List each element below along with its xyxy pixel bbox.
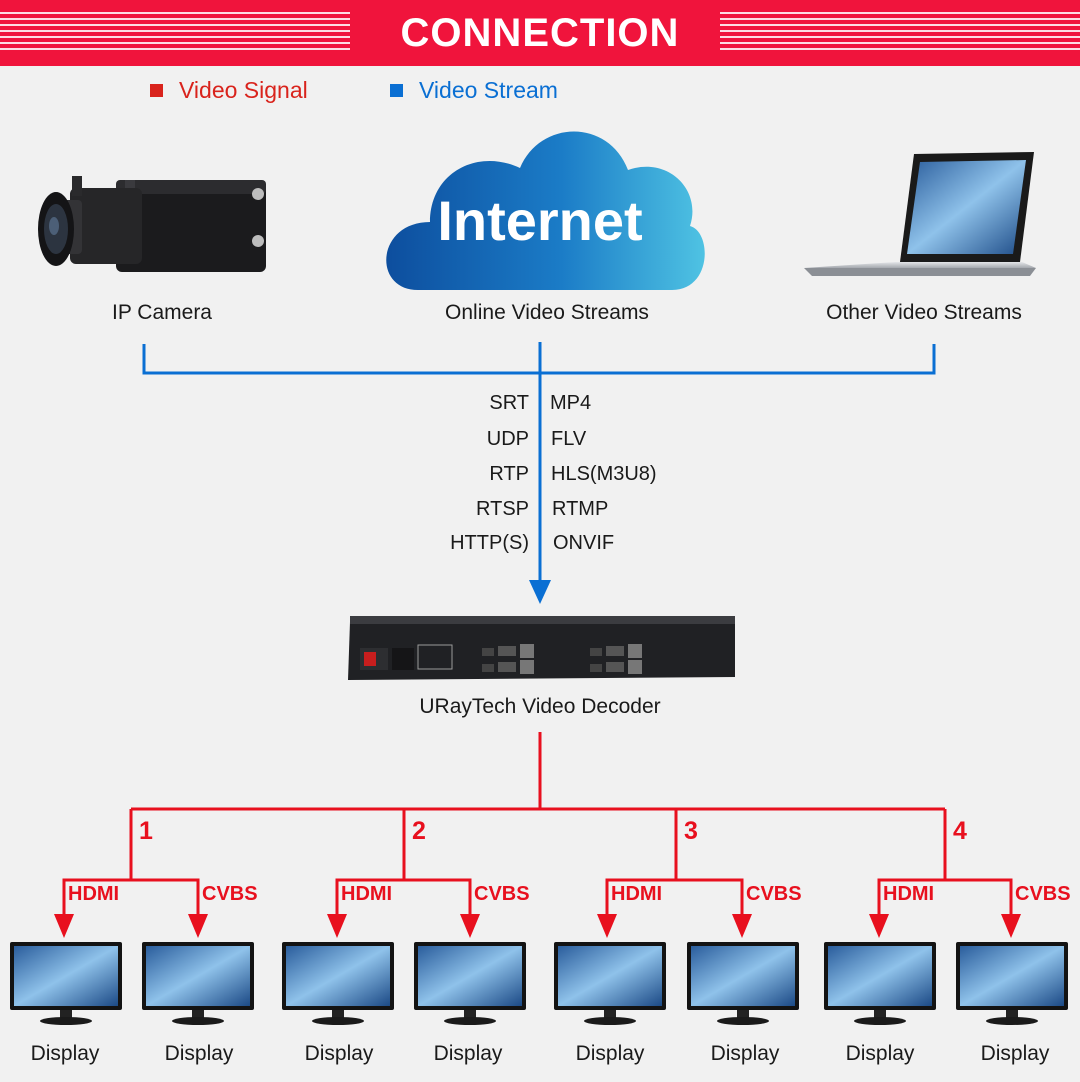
protocol-label: RTP (489, 463, 529, 485)
legend-stream-label: Video Stream (419, 77, 558, 103)
protocol-label: MP4 (550, 392, 592, 414)
protocol-label: UDP (486, 428, 529, 450)
page-title: CONNECTION (370, 0, 710, 66)
port-label-cvbs: CVBS (1015, 883, 1071, 905)
channel-number-3: 3 (684, 817, 698, 845)
display-monitor-icon-5 (554, 942, 666, 1025)
laptop-icon (804, 152, 1036, 276)
header-banner: CONNECTION (0, 0, 1080, 66)
display-label: Display (710, 1042, 780, 1065)
protocol-label: RTSP (476, 498, 529, 520)
display-label: Display (575, 1042, 645, 1065)
port-label-hdmi: HDMI (883, 883, 935, 905)
display-monitor-icon-2 (142, 942, 254, 1025)
ip-camera-icon (38, 176, 266, 272)
display-monitor-icon-7 (824, 942, 936, 1025)
signal-arrows (54, 914, 1021, 938)
decoder-label: URayTech Video Decoder (419, 695, 661, 718)
protocol-label: RTMP (552, 498, 609, 520)
display-monitor-icon-8 (956, 942, 1068, 1025)
ip-camera-label: IP Camera (112, 301, 212, 324)
display-monitor-icon-4 (414, 942, 526, 1025)
port-label-hdmi: HDMI (611, 883, 663, 905)
online-video-streams-label: Online Video Streams (445, 301, 649, 324)
protocol-label: HLS(M3U8) (551, 463, 657, 485)
protocol-label: ONVIF (553, 532, 615, 554)
display-monitor-icon-1 (10, 942, 122, 1025)
protocol-label: SRT (489, 392, 529, 414)
protocol-label: FLV (551, 428, 587, 450)
protocol-label: HTTP(S) (450, 532, 529, 554)
display-label: Display (433, 1042, 503, 1065)
stream-lines (142, 342, 936, 580)
port-label-cvbs: CVBS (746, 883, 802, 905)
display-label: Display (164, 1042, 234, 1065)
channel-number-1: 1 (139, 817, 153, 845)
channel-number-4: 4 (953, 817, 967, 845)
video-decoder-icon (348, 616, 735, 680)
banner-stripes-left (0, 12, 350, 54)
signal-lines (62, 732, 1013, 914)
display-label: Display (845, 1042, 915, 1065)
banner-stripes-right (720, 12, 1080, 54)
port-label-cvbs: CVBS (202, 883, 258, 905)
display-monitor-icons (10, 942, 1068, 1025)
cloud-text: Internet (437, 189, 642, 252)
display-monitor-icon-3 (282, 942, 394, 1025)
stream-arrow-icon (529, 580, 551, 604)
port-label-cvbs: CVBS (474, 883, 530, 905)
legend-signal-label: Video Signal (179, 77, 308, 103)
legend-signal-square-icon (150, 84, 163, 97)
other-video-streams-label: Other Video Streams (826, 301, 1022, 324)
channel-number-2: 2 (412, 817, 426, 845)
port-label-hdmi: HDMI (68, 883, 120, 905)
legend-stream-square-icon (390, 84, 403, 97)
display-label: Display (30, 1042, 100, 1065)
display-monitor-icon-6 (687, 942, 799, 1025)
internet-cloud-icon (386, 131, 705, 290)
legend-video-signal: Video Signal (150, 77, 308, 104)
port-label-hdmi: HDMI (341, 883, 393, 905)
display-label: Display (304, 1042, 374, 1065)
legend-video-stream: Video Stream (390, 77, 558, 104)
display-label: Display (980, 1042, 1050, 1065)
